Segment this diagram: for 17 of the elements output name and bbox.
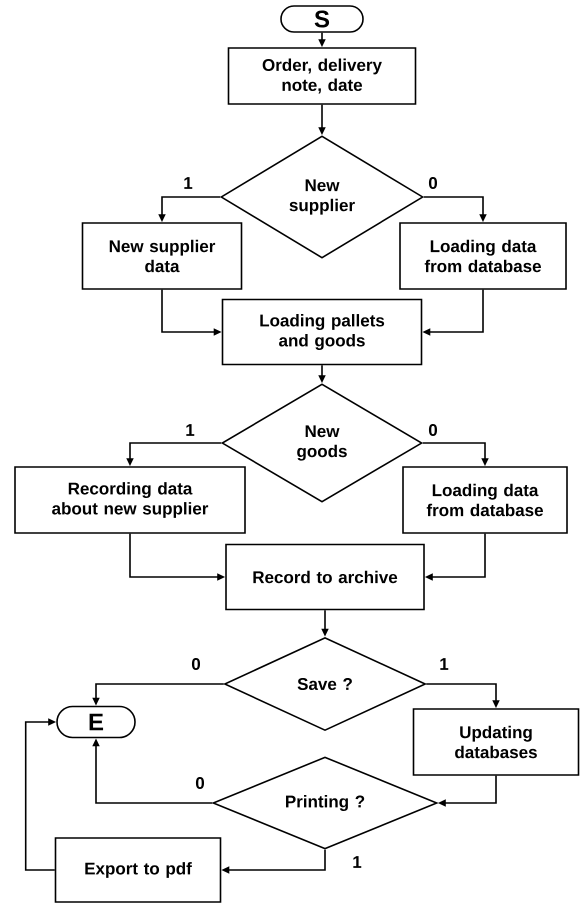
edge-label: 1 <box>351 855 363 869</box>
edge-label: 1 <box>438 657 450 671</box>
process-box: Record to archive <box>225 544 425 610</box>
edge-label: 0 <box>194 776 206 790</box>
process-box: New supplier data <box>82 222 242 290</box>
edge-label: 1 <box>184 423 196 437</box>
process-box: Recording data about new supplier <box>14 466 246 534</box>
process-box: Updating databases <box>412 708 580 776</box>
process-box: Export to pdf <box>54 837 222 903</box>
edge-label: 0 <box>190 656 202 672</box>
edge-label: 0 <box>427 176 439 190</box>
process-box: Order, delivery note, date <box>228 47 416 105</box>
process-box: Loading data from database <box>399 222 567 290</box>
process-box: Loading data from database <box>402 466 568 534</box>
process-box: Loading pallets and goods <box>222 298 422 366</box>
edge-label: 1 <box>182 176 194 190</box>
edge-label: 0 <box>427 422 439 438</box>
